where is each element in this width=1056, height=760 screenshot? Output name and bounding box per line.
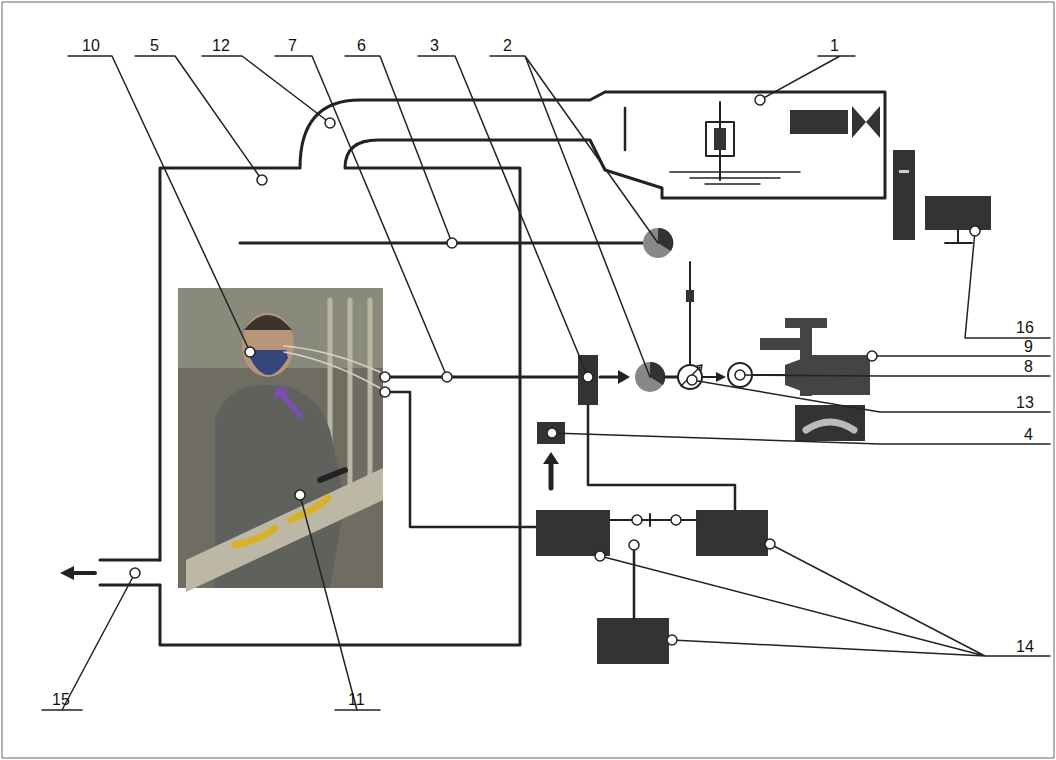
callout-number: 9 (1024, 339, 1033, 355)
callout-number: 10 (82, 38, 100, 54)
callout-number: 3 (430, 38, 439, 54)
callout-number: 15 (52, 692, 70, 708)
callout-number: 2 (503, 38, 512, 54)
callout-number: 13 (1016, 395, 1034, 411)
callout-number: 4 (1024, 427, 1033, 443)
callout-number: 5 (150, 38, 159, 54)
callout-number: 6 (357, 38, 366, 54)
callout-number: 14 (1016, 639, 1034, 655)
callout-number: 12 (212, 38, 230, 54)
callout-number: 7 (288, 38, 297, 54)
callout-number: 1 (830, 38, 839, 54)
callout-number: 11 (348, 692, 365, 708)
callout-number: 8 (1024, 359, 1033, 375)
callout-number: 16 (1016, 320, 1034, 336)
